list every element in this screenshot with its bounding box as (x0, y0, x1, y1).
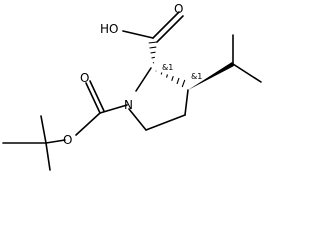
atom-label-n: N (124, 98, 133, 112)
bond-c-o-double-b (156, 15, 184, 43)
bond-n-carbonyl (99, 104, 128, 114)
hashed-bond-c2-carboxyl (148, 41, 158, 64)
bond-carbonyl-o-double-b (89, 80, 105, 112)
atom-label-carboxyl-o: O (174, 2, 183, 16)
stereo-label-c3: &1 (191, 72, 202, 81)
bond-c5-n (128, 108, 147, 131)
bond-n-c2 (135, 67, 152, 92)
bond-tbu-up (40, 115, 47, 144)
stereo-label-c2: &1 (162, 63, 173, 72)
atom-label-ester-o: O (63, 133, 72, 147)
bond-c-o-double-a (152, 11, 180, 39)
molecule-structure: HO O N O O &1 &1 (2, 2, 262, 171)
wedge-bond-c3-isopropyl (188, 62, 234, 90)
atom-label-carbamate-o: O (80, 71, 89, 85)
bond-carbonyl-ester-o (75, 112, 101, 136)
hashed-bond-c2-c3 (155, 70, 186, 88)
bond-ester-o-tbu (45, 139, 66, 144)
bond-tbu-down (45, 142, 51, 171)
bond-c-oh (122, 30, 154, 39)
bond-c3-c4 (184, 89, 189, 116)
bond-carbonyl-o-double-a (85, 82, 101, 114)
atom-label-oh: HO (100, 22, 118, 36)
bond-c4-c5 (145, 114, 186, 131)
bond-isopropyl-right (232, 63, 262, 83)
